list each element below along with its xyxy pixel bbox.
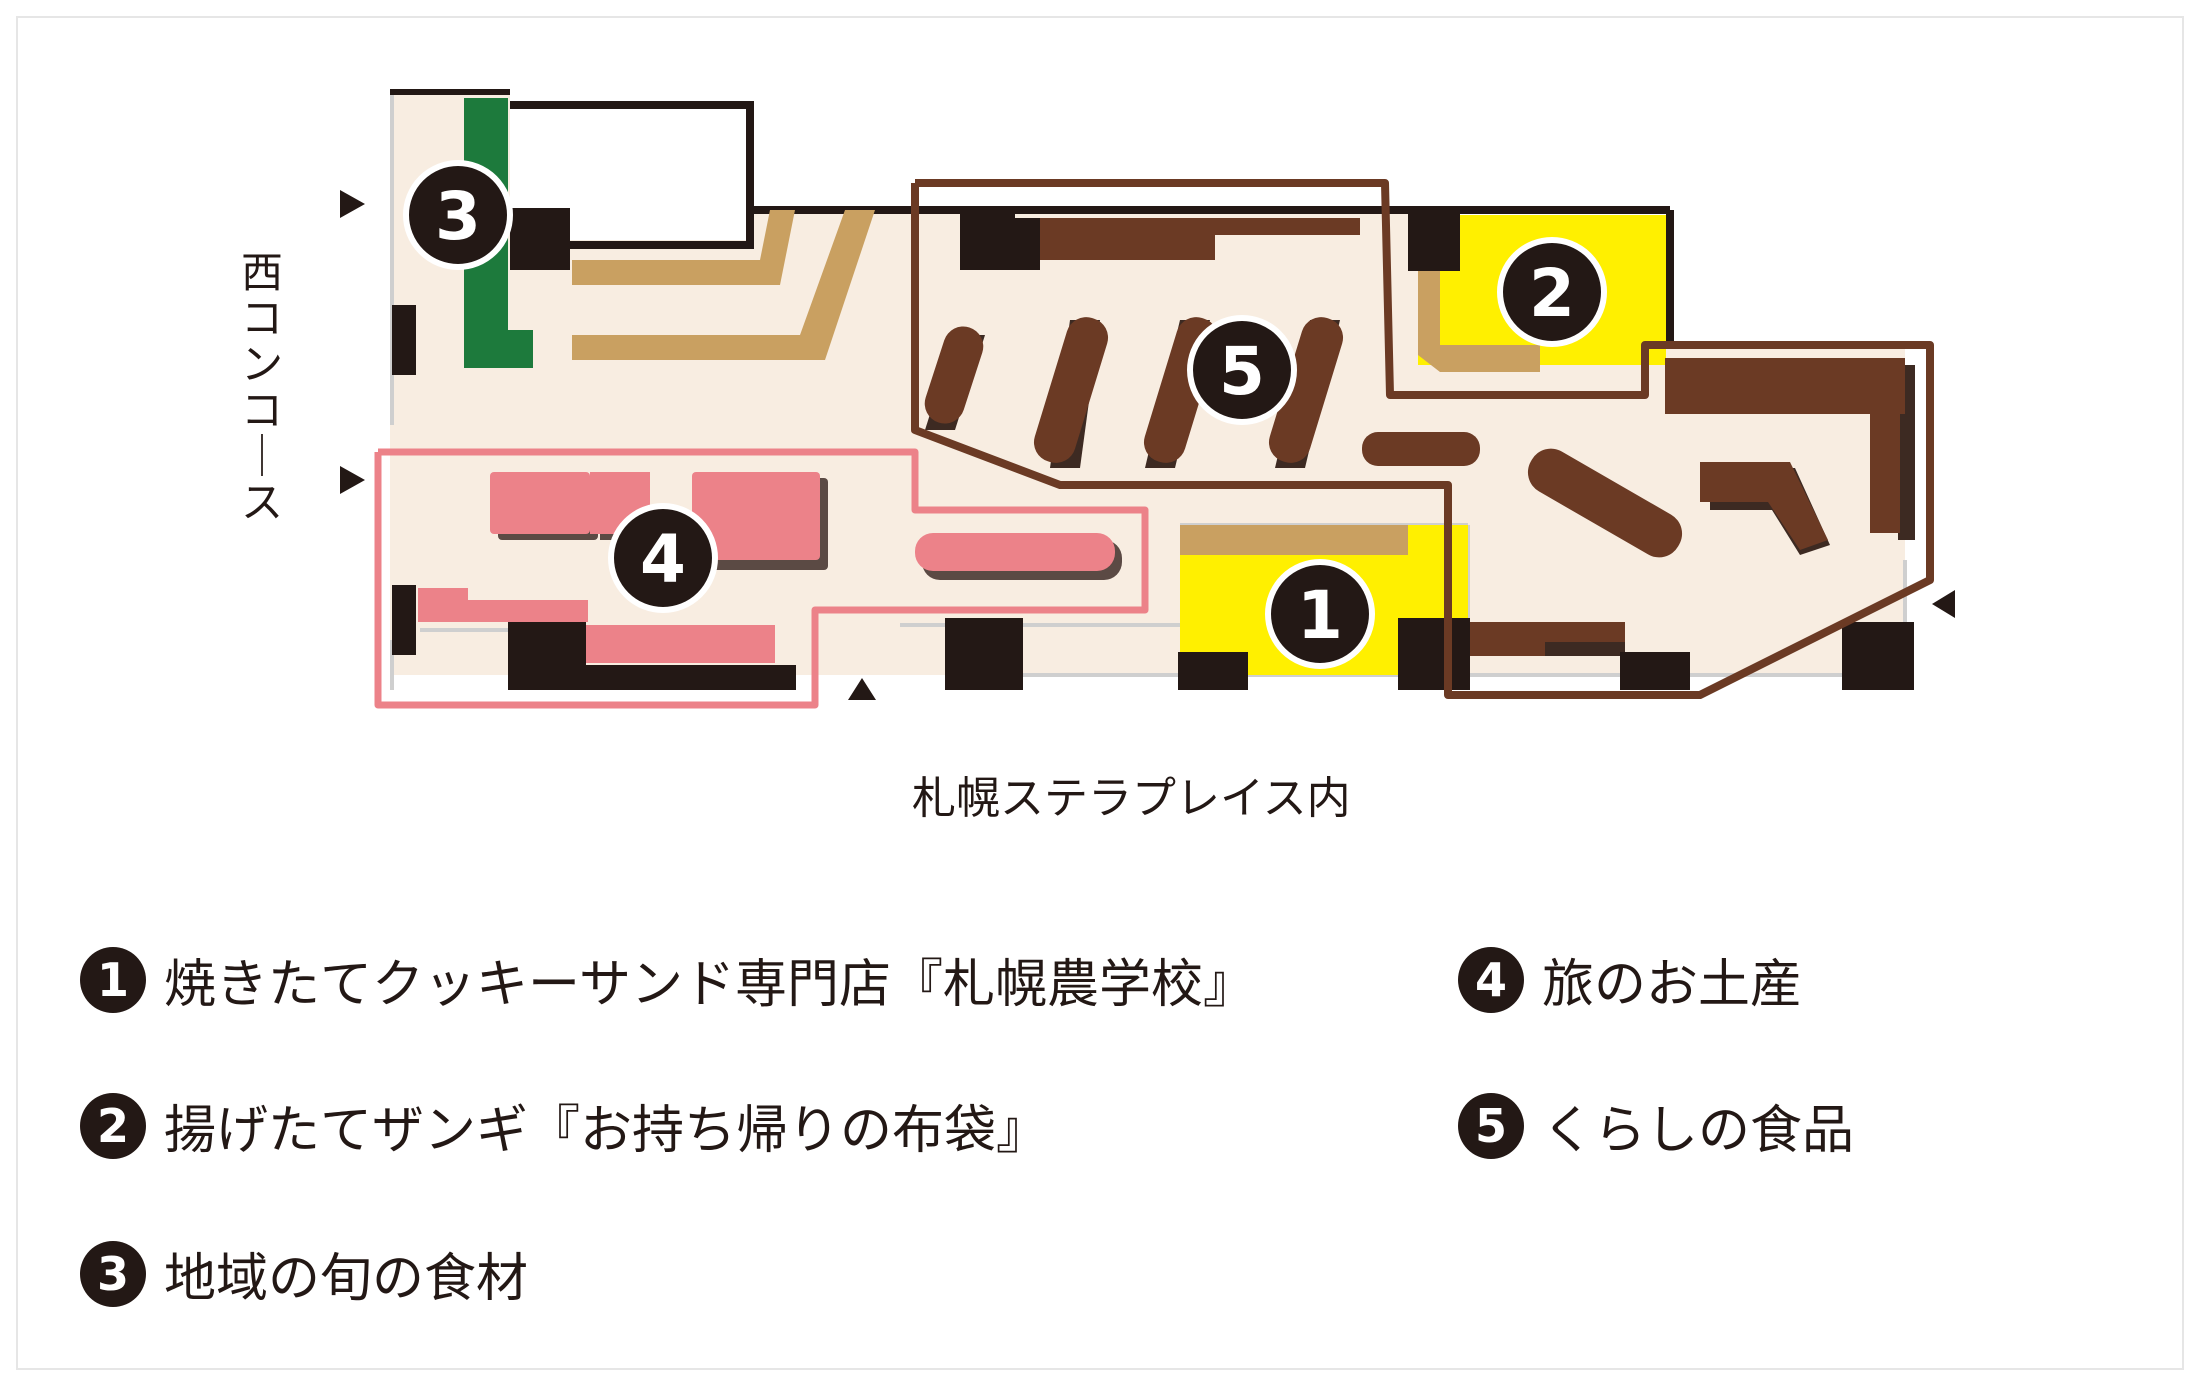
- legend-item-zone3: 3 地域の旬の食材: [80, 1236, 528, 1311]
- legend-number: 5: [1458, 1092, 1524, 1159]
- map-frame: [16, 16, 2184, 1370]
- svg-text:5: 5: [1219, 333, 1265, 410]
- west-label-char: 西: [240, 248, 283, 297]
- svg-text:4: 4: [640, 521, 686, 598]
- west-concourse-label: 西コンコ｜ス: [240, 250, 284, 526]
- legend-label: 焼きたてクッキーサンド専門店『札幌農学校』: [164, 955, 1255, 1015]
- place-label: 札幌ステラプレイス内: [912, 773, 1351, 824]
- tan-shelves: [572, 210, 875, 360]
- legend-label: 揚げたてザンギ『お持ち帰りの布袋』: [164, 1101, 1049, 1161]
- zone-badges: 3 2 5 4 1: [403, 160, 1607, 669]
- legend-number: 2: [80, 1092, 146, 1159]
- svg-text:2: 2: [1529, 255, 1575, 332]
- zone1-badge: 1: [1265, 559, 1375, 669]
- legend-item-zone4: 4 旅のお土産: [1458, 942, 1802, 1017]
- legend-number: 4: [1458, 946, 1524, 1013]
- zone5-shelves: [924, 218, 1915, 656]
- arrow-right-icon: [340, 190, 365, 218]
- zone3-badge: 3: [403, 160, 513, 270]
- zone4-outline: [374, 448, 1149, 709]
- west-label-char: コ: [240, 294, 283, 343]
- svg-text:1: 1: [1297, 577, 1343, 654]
- west-label-char: ス: [240, 478, 283, 527]
- arrow-up-icon: [848, 678, 876, 700]
- zone4-badge: 4: [608, 503, 718, 613]
- arrow-right-icon: [340, 466, 365, 494]
- west-label-char: ン: [240, 340, 283, 389]
- legend-item-zone5: 5 くらしの食品: [1458, 1088, 1854, 1163]
- zone2-badge: 2: [1497, 237, 1607, 347]
- legend-label: くらしの食品: [1542, 1101, 1855, 1161]
- entrance-arrows: [340, 190, 1955, 700]
- legend-label: 旅のお土産: [1542, 955, 1803, 1015]
- west-label-char: ｜: [240, 432, 283, 481]
- zone5-outline: [911, 179, 1934, 699]
- svg-text:3: 3: [435, 178, 481, 255]
- legend-number: 3: [80, 1240, 146, 1307]
- pillars: [392, 206, 1914, 690]
- legend-label: 地域の旬の食材: [164, 1249, 529, 1309]
- west-label-char: コ: [240, 386, 283, 435]
- legend-number: 1: [80, 946, 146, 1013]
- zone5-badge: 5: [1187, 315, 1297, 425]
- zone4-shelves: [418, 472, 1122, 663]
- legend-item-zone2: 2 揚げたてザンギ『お持ち帰りの布袋』: [80, 1088, 1048, 1163]
- legend-item-zone1: 1 焼きたてクッキーサンド専門店『札幌農学校』: [80, 942, 1255, 1017]
- arrow-left-icon: [1932, 590, 1955, 618]
